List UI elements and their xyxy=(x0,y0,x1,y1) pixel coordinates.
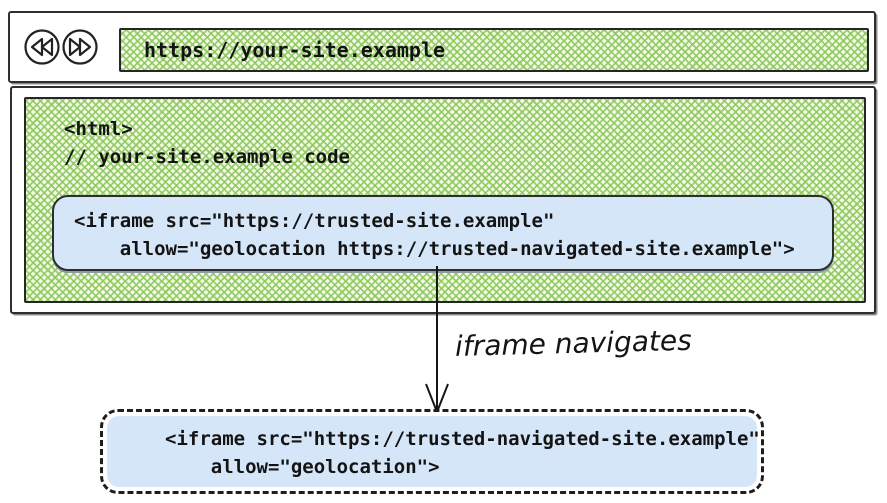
page-content: <html> // your-site.example code <iframe… xyxy=(24,97,866,303)
annotation-label: iframe navigates xyxy=(454,323,693,363)
browser-viewport: <html> // your-site.example code <iframe… xyxy=(10,86,876,314)
iframe-code-line-2: allow="geolocation https://trusted-navig… xyxy=(74,238,795,260)
navigated-code-line-1: <iframe src="https://trusted-navigated-s… xyxy=(165,428,760,450)
navigated-iframe-box: <iframe src="https://trusted-navigated-s… xyxy=(100,409,764,494)
browser-toolbar: https://your-site.example xyxy=(8,11,876,83)
forward-icon xyxy=(61,28,99,66)
url-text: https://your-site.example xyxy=(144,38,446,62)
back-button[interactable] xyxy=(23,28,61,66)
page-code-line-1: <html> xyxy=(64,118,133,140)
page-code-line-2: // your-site.example code xyxy=(64,146,350,168)
forward-button[interactable] xyxy=(61,28,99,66)
url-bar[interactable]: https://your-site.example xyxy=(119,28,869,72)
navigated-code-line-2: allow="geolocation"> xyxy=(165,456,440,478)
back-icon xyxy=(23,28,61,66)
iframe-code-line-1: <iframe src="https://trusted-site.exampl… xyxy=(74,210,555,232)
navigated-iframe-fill: <iframe src="https://trusted-navigated-s… xyxy=(107,416,760,487)
iframe-embed-box: <iframe src="https://trusted-site.exampl… xyxy=(52,195,834,271)
